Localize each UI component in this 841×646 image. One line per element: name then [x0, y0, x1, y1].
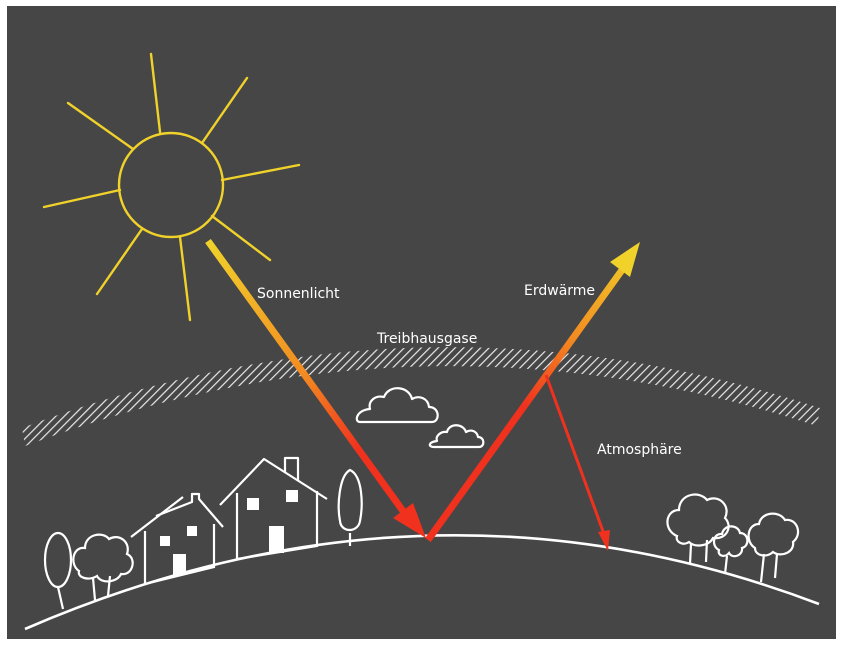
earth-heat-arrow	[425, 242, 640, 543]
cloud-icon	[355, 387, 439, 424]
sun-icon	[42, 52, 301, 322]
sunlight-arrow	[205, 238, 426, 538]
greenhouse-effect-diagram	[22, 52, 820, 631]
greenhouse-gas-layer	[22, 347, 820, 446]
tree-icon	[337, 468, 363, 546]
diagram-canvas: Sonnenlicht Erdwärme Treibhausgase Atmos…	[7, 6, 836, 639]
house-icon	[130, 492, 224, 586]
house-icon	[219, 456, 328, 561]
cloud-icon	[428, 424, 485, 449]
tree-icon	[666, 493, 730, 565]
tree-icon	[72, 533, 134, 601]
atmosphere-reflection-arrow	[544, 374, 610, 551]
greenhouse-gases-label: Treibhausgase	[377, 331, 478, 347]
tree-icon	[712, 525, 749, 575]
earth-heat-label: Erdwärme	[524, 283, 596, 299]
sunlight-label: Sonnenlicht	[257, 286, 340, 302]
atmosphere-label: Atmosphäre	[597, 442, 682, 458]
tree-icon	[747, 512, 800, 583]
tree-icon	[43, 531, 73, 610]
